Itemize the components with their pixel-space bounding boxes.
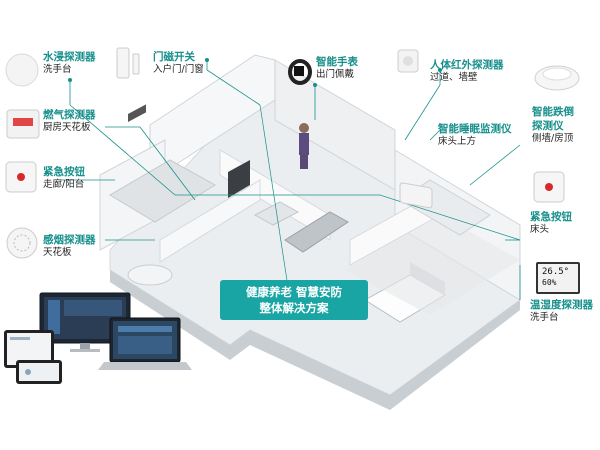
door-contact-location: 入户门/门窗	[153, 64, 204, 76]
tablet-device	[4, 330, 54, 368]
water-leak-sensor-title: 水浸探测器	[43, 51, 96, 63]
thermo-hygrometer-location: 洗手台	[530, 312, 559, 324]
connector-dots	[68, 58, 442, 87]
fall-detector-icon	[534, 65, 580, 91]
water-leak-sensor-icon	[5, 53, 39, 87]
thermo-hygrometer-icon: 26.5° 60%	[536, 262, 580, 294]
fall-detector-location: 侧墙/房顶	[532, 133, 574, 145]
thermo-temperature-reading: 26.5°	[542, 267, 570, 277]
floor-edge	[110, 270, 520, 410]
door-contact-title: 门磁开关	[153, 51, 195, 63]
gas-detector-location: 厨房天花板	[43, 122, 91, 134]
motion-sensor-location: 过道、墙壁	[430, 72, 478, 84]
smartwatch-icon	[288, 59, 312, 85]
thermo-hygrometer-label: 温湿度探测器 洗手台	[530, 298, 593, 325]
emergency-button-left-location: 走廊/阳台	[43, 179, 85, 191]
emergency-button-right-label: 紧急按钮 床头	[530, 210, 572, 237]
connector-lines	[60, 60, 521, 300]
person-head	[299, 123, 309, 133]
emergency-button-left-title: 紧急按钮	[43, 166, 85, 178]
laptop-device	[98, 317, 192, 370]
emergency-button-left-label: 紧急按钮 走廊/阳台	[43, 165, 85, 192]
sleep-monitor-location: 床头上方	[438, 136, 477, 148]
fall-detector-label: 智能跌倒 探测仪 侧墙/房顶	[532, 105, 574, 146]
motion-sensor-label: 人体红外探测器 过道、墙壁	[430, 58, 504, 85]
smoke-detector-icon	[6, 227, 38, 259]
thermo-hygrometer-title: 温湿度探测器	[530, 299, 593, 311]
bedroom-floor	[345, 215, 520, 315]
sleep-monitor-title: 智能睡眠监测仪	[438, 123, 512, 135]
door-contact-icon	[116, 47, 140, 79]
fall-detector-title-line2: 探测仪	[532, 120, 564, 133]
emergency-button-icon-right	[533, 171, 565, 203]
emergency-button-right-location: 床头	[530, 224, 550, 236]
fall-detector-title-line1: 智能跌倒	[532, 106, 574, 118]
banner-line1: 健康养老 智慧安防	[245, 285, 342, 299]
dining-table	[127, 264, 173, 286]
smoke-detector-title: 感烟探测器	[43, 234, 96, 246]
motion-sensor-title: 人体红外探测器	[430, 59, 504, 71]
smoke-detector-location: 天花板	[43, 247, 72, 259]
gas-detector-title: 燃气探测器	[43, 109, 96, 121]
solution-banner: 健康养老 智慧安防 整体解决方案	[220, 280, 368, 320]
sleep-monitor-label: 智能睡眠监测仪 床头上方	[438, 122, 512, 149]
stove	[128, 104, 146, 122]
water-leak-sensor-label: 水浸探测器 洗手台	[43, 50, 96, 77]
thermo-humidity-reading: 60%	[542, 278, 557, 287]
person-legs	[300, 155, 308, 169]
sleep-monitor-icon	[399, 182, 433, 209]
smoke-detector-label: 感烟探测器 天花板	[43, 233, 96, 260]
kitchen-counter	[109, 159, 216, 223]
gas-detector-icon	[6, 109, 40, 139]
motion-sensor-icon	[397, 49, 419, 73]
partition-wall-3	[159, 179, 261, 263]
smartwatch-location: 出门佩戴	[316, 69, 355, 81]
smartwatch-title: 智能手表	[316, 56, 358, 68]
door-contact-label: 门磁开关 入户门/门窗	[153, 50, 204, 77]
banner-line2: 整体解决方案	[259, 301, 329, 315]
emergency-button-right-title: 紧急按钮	[530, 211, 572, 223]
smartwatch-label: 智能手表 出门佩戴	[316, 55, 358, 82]
phone-device	[16, 360, 62, 384]
tv	[228, 160, 250, 198]
sofa	[284, 211, 349, 253]
person-body	[299, 133, 309, 155]
gas-detector-label: 燃气探测器 厨房天花板	[43, 108, 96, 135]
emergency-button-icon-left	[5, 161, 37, 193]
water-leak-sensor-location: 洗手台	[43, 64, 72, 76]
